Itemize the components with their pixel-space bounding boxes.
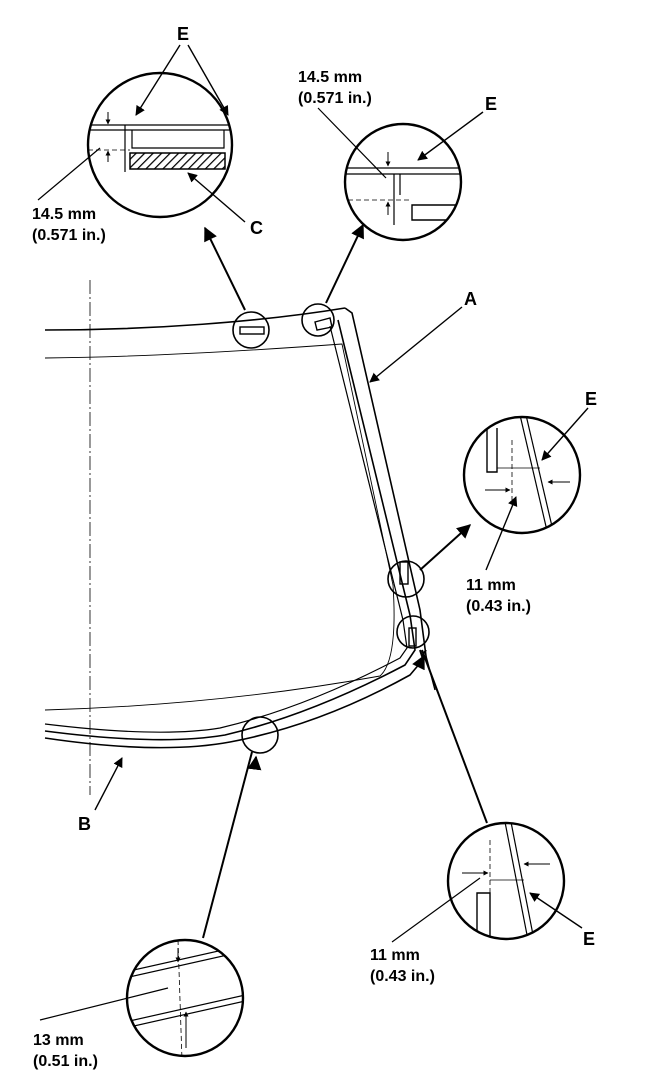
label-b: B (78, 814, 91, 834)
dim-top-right-in: (0.571 in.) (298, 90, 372, 107)
label-e-right-lower: E (583, 929, 595, 949)
label-e-top-right: E (485, 94, 497, 114)
detail-leaders (202, 223, 488, 939)
dim-right-lower-mm: 11 mm (370, 947, 420, 964)
detail-circle-right-lower (446, 821, 566, 941)
clip-spot-right-lower (396, 615, 430, 649)
clip-spot-right-upper (387, 560, 425, 598)
clip-spot-top-right (301, 303, 335, 337)
clip-spot-top-left (232, 311, 270, 349)
clip-spot-bottom (241, 716, 279, 754)
dim-top-left-in: (0.571 in.) (32, 227, 106, 244)
label-a: A (464, 289, 477, 309)
label-e-right-upper: E (585, 389, 597, 409)
dim-bottom-mm: 13 mm (33, 1032, 84, 1049)
windshield-body (44, 280, 436, 795)
label-leaders (37, 44, 589, 1021)
dim-right-upper-in: (0.43 in.) (466, 598, 531, 615)
dim-bottom-in: (0.51 in.) (33, 1053, 98, 1070)
detail-circle-right-upper (462, 415, 582, 535)
dim-right-lower-in: (0.43 in.) (370, 968, 435, 985)
dim-right-upper-mm: 11 mm (466, 577, 516, 594)
detail-circle-bottom (125, 938, 245, 1058)
label-c: C (250, 218, 263, 238)
detail-circle-top-right (343, 122, 463, 242)
dim-top-left-mm: 14.5 mm (32, 206, 96, 223)
dim-top-right-mm: 14.5 mm (298, 69, 362, 86)
label-e-top-left: E (177, 24, 189, 44)
detail-circle-top-left (86, 71, 234, 219)
